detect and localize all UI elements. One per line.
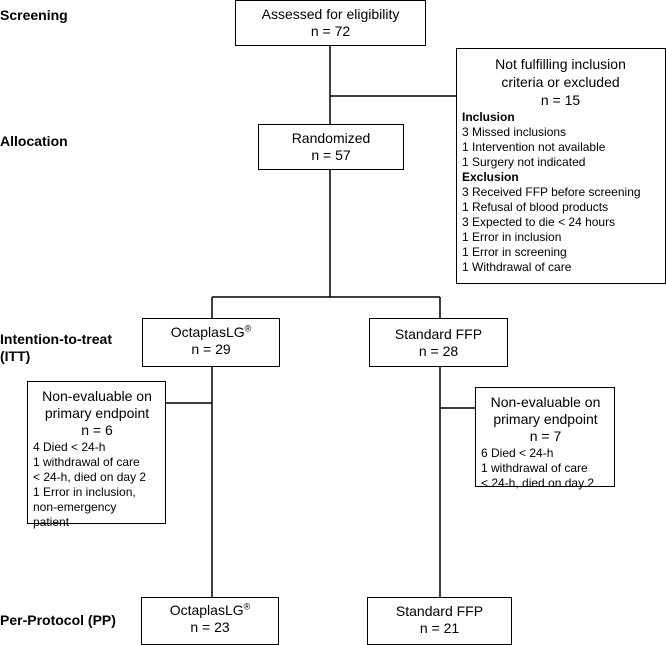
itt-ffp-count: n = 28 xyxy=(418,343,459,359)
nonevaluable-left-line2: primary endpoint xyxy=(44,405,150,421)
excluded-count: n = 15 xyxy=(540,92,581,108)
list-item: 3 Received FFP before screening xyxy=(462,185,641,199)
itt-ffp-box: Standard FFP n = 28 xyxy=(369,318,508,367)
assessed-box: Assessed for eligibility n = 72 xyxy=(235,0,426,46)
inclusion-heading: Inclusion xyxy=(462,110,515,124)
stage-itt: Intention-to-treat (ITT) xyxy=(0,331,112,365)
stage-per-protocol: Per-Protocol (PP) xyxy=(0,612,116,628)
nonevaluable-left-header: Non-evaluable on primary endpoint n = 6 xyxy=(33,388,161,439)
randomized-label: Randomized xyxy=(291,130,371,146)
list-item: 1 Refusal of blood products xyxy=(462,200,609,214)
itt-octaplas-box: OctaplasLG® n = 29 xyxy=(142,318,280,367)
pp-octaplas-box: OctaplasLG® n = 23 xyxy=(141,597,279,645)
stage-allocation: Allocation xyxy=(0,133,68,149)
nonevaluable-right-line1: Non-evaluable on xyxy=(490,394,601,410)
pp-ffp-label: Standard FFP xyxy=(395,603,484,619)
itt-octaplas-name: OctaplasLG xyxy=(170,324,245,340)
itt-octaplas-count: n = 29 xyxy=(191,341,231,357)
nonevaluable-right-header: Non-evaluable on primary endpoint n = 7 xyxy=(481,394,610,445)
nonevaluable-left-line1: Non-evaluable on xyxy=(42,388,152,404)
excluded-header: Not fulfilling inclusion criteria or exc… xyxy=(462,55,659,109)
nonevaluable-right-list: 6 Died < 24-h 1 withdrawal of care < 24-… xyxy=(481,446,610,491)
excluded-label-line1: Not fulfilling inclusion xyxy=(495,56,626,72)
list-item: 1 withdrawal of care xyxy=(33,455,140,469)
pp-ffp-box: Standard FFP n = 21 xyxy=(367,597,512,645)
exclusion-list: 3 Received FFP before screening 1 Refusa… xyxy=(462,185,659,275)
list-item: 1 Error in inclusion xyxy=(462,230,562,244)
inclusion-list: 3 Missed inclusions 1 Intervention not a… xyxy=(462,125,659,170)
nonevaluable-left-box: Non-evaluable on primary endpoint n = 6 … xyxy=(27,381,166,529)
registered-mark: ® xyxy=(243,601,251,612)
pp-octaplas-count: n = 23 xyxy=(190,619,230,635)
stage-itt-line2: (ITT) xyxy=(0,348,31,364)
nonevaluable-right-line2: primary endpoint xyxy=(493,411,598,427)
list-item: < 24-h, died on day 2 xyxy=(33,470,147,484)
list-item: < 24-h, died on day 2 xyxy=(481,476,595,490)
list-item: 1 Surgery not indicated xyxy=(462,155,586,169)
list-item: 6 Died < 24-h xyxy=(481,446,554,460)
assessed-label: Assessed for eligibility xyxy=(261,6,400,22)
list-item: 1 Withdrawal of care xyxy=(462,260,572,274)
list-item: 1 Error in screening xyxy=(462,245,567,259)
randomized-box: Randomized n = 57 xyxy=(258,124,404,170)
list-item: patient xyxy=(33,515,70,529)
itt-ffp-label: Standard FFP xyxy=(394,326,483,342)
list-item: non-emergency xyxy=(33,500,117,514)
nonevaluable-right-box: Non-evaluable on primary endpoint n = 7 … xyxy=(475,387,615,490)
list-item: 1 Intervention not available xyxy=(462,140,606,154)
itt-octaplas-label: OctaplasLG® xyxy=(143,324,279,341)
nonevaluable-left-list: 4 Died < 24-h 1 withdrawal of care < 24-… xyxy=(33,440,161,530)
pp-ffp-count: n = 21 xyxy=(419,620,460,636)
pp-octaplas-label: OctaplasLG® xyxy=(142,602,278,619)
registered-mark: ® xyxy=(244,323,252,334)
randomized-count: n = 57 xyxy=(311,147,351,163)
list-item: 3 Expected to die < 24 hours xyxy=(462,215,616,229)
nonevaluable-left-count: n = 6 xyxy=(81,422,113,438)
assessed-count: n = 72 xyxy=(310,23,351,39)
list-item: 4 Died < 24-h xyxy=(33,440,106,454)
nonevaluable-right-count: n = 7 xyxy=(529,428,562,444)
pp-octaplas-name: OctaplasLG xyxy=(169,602,244,618)
stage-screening: Screening xyxy=(0,7,68,23)
excluded-box: Not fulfilling inclusion criteria or exc… xyxy=(456,48,666,284)
stage-itt-line1: Intention-to-treat xyxy=(0,331,112,347)
list-item: 1 Error in inclusion, xyxy=(33,485,136,499)
list-item: 1 withdrawal of care xyxy=(481,461,588,475)
exclusion-heading: Exclusion xyxy=(462,170,519,184)
list-item: 3 Missed inclusions xyxy=(462,125,567,139)
excluded-label-line2: criteria or excluded xyxy=(501,74,620,90)
